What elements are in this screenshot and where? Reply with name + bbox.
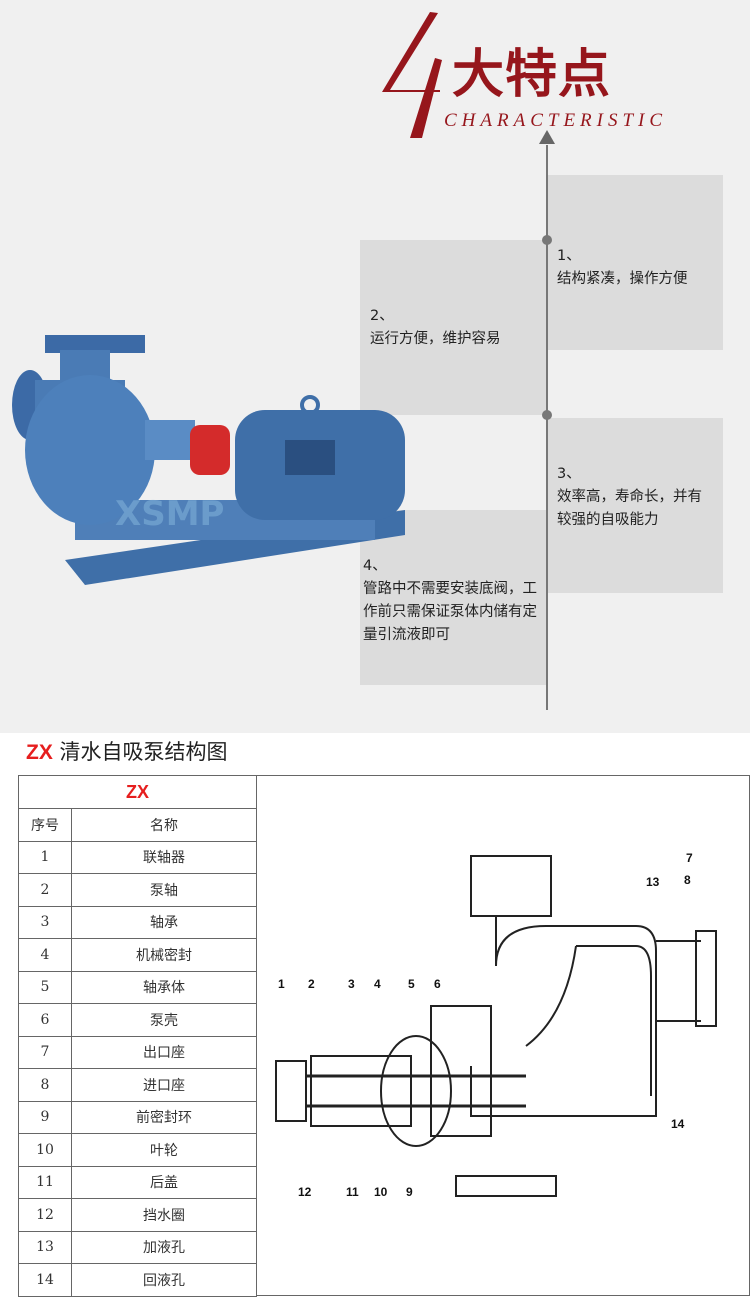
part-name: 机械密封 [71, 938, 257, 972]
callout-label: 3 [348, 977, 355, 991]
part-name: 轴承体 [71, 970, 257, 1004]
feature-text: 运行方便，维护容易 [370, 331, 501, 347]
part-number: 9 [18, 1100, 72, 1134]
callout-label: 8 [684, 873, 691, 887]
part-name: 前密封环 [71, 1100, 257, 1134]
callout-label: 11 [346, 1185, 359, 1199]
feature-number: 3、 [557, 466, 581, 482]
part-number: 2 [18, 873, 72, 907]
part-name: 联轴器 [71, 840, 257, 874]
timeline-dot [542, 410, 552, 420]
part-number: 6 [18, 1003, 72, 1037]
callout-label: 14 [671, 1117, 685, 1131]
features-subtitle: CHARACTERISTIC [444, 110, 668, 131]
callout-label: 1 [278, 977, 285, 991]
arrow-up-icon [539, 130, 555, 144]
part-name: 后盖 [71, 1165, 257, 1199]
callout-label: 10 [374, 1185, 388, 1199]
feature-number: 1、 [557, 248, 581, 264]
callout-label: 4 [374, 977, 381, 991]
column-header: 序号 [18, 808, 72, 842]
part-number: 5 [18, 970, 72, 1004]
feature-text: 效率高，寿命长，并有较强的自吸能力 [557, 489, 702, 528]
part-name: 泵壳 [71, 1003, 257, 1037]
callout-label: 13 [646, 875, 660, 889]
part-name: 叶轮 [71, 1133, 257, 1167]
number-four-logo [382, 12, 442, 138]
part-number: 4 [18, 938, 72, 972]
feature-text: 结构紧凑，操作方便 [557, 271, 688, 287]
features-title: 大特点 [452, 44, 612, 105]
part-number: 14 [18, 1263, 72, 1297]
feature-1: 1、 结构紧凑，操作方便 [547, 175, 723, 350]
callout-label: 2 [308, 977, 315, 991]
features-banner: 大特点 CHARACTERISTIC 1、 结构紧凑，操作方便 2、 运行方便，… [0, 0, 750, 733]
diagram-section-title: ZX 清水自吸泵结构图 [26, 740, 228, 764]
callout-label: 9 [406, 1185, 413, 1199]
part-number: 11 [18, 1165, 72, 1199]
part-name: 进口座 [71, 1068, 257, 1102]
part-name: 加液孔 [71, 1230, 257, 1264]
part-name: 轴承 [71, 905, 257, 939]
part-number: 8 [18, 1068, 72, 1102]
feature-number: 2、 [370, 308, 394, 324]
feature-3: 3、 效率高，寿命长，并有较强的自吸能力 [547, 418, 723, 593]
feature-text: 管路中不需要安装底阀，工作前只需保证泵体内储有定量引流液即可 [363, 581, 537, 643]
timeline-dot [542, 235, 552, 245]
table-header: ZX [18, 775, 257, 809]
feature-4: 4、 管路中不需要安装底阀，工作前只需保证泵体内储有定量引流液即可 [360, 510, 547, 685]
column-header: 名称 [71, 808, 257, 842]
part-name: 回液孔 [71, 1263, 257, 1297]
feature-2: 2、 运行方便，维护容易 [360, 240, 547, 415]
callout-label: 6 [434, 977, 441, 991]
part-number: 13 [18, 1230, 72, 1264]
part-number: 7 [18, 1035, 72, 1069]
callout-label: 7 [686, 851, 693, 865]
part-number: 10 [18, 1133, 72, 1167]
part-number: 1 [18, 840, 72, 874]
callout-label: 12 [298, 1185, 312, 1199]
callout-label: 5 [408, 977, 415, 991]
part-number: 12 [18, 1198, 72, 1232]
part-number: 3 [18, 905, 72, 939]
pump-photo: XSMP [12, 335, 405, 585]
part-name: 泵轴 [71, 873, 257, 907]
timeline-axis [546, 145, 548, 710]
feature-number: 4、 [363, 558, 387, 574]
part-name: 挡水圈 [71, 1198, 257, 1232]
part-name: 出口座 [71, 1035, 257, 1069]
watermark-text: XSMP [115, 494, 224, 534]
